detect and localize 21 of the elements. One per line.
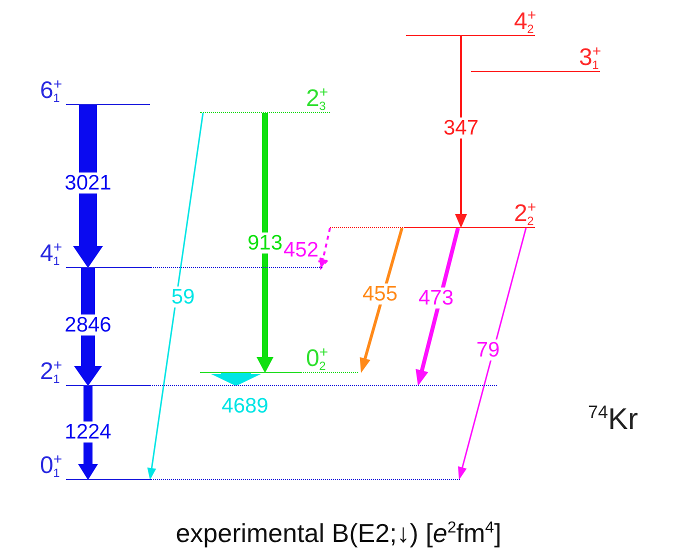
nucleus-label: $^{74}$Kr <box>588 402 638 437</box>
edge-label: 347 <box>442 118 480 138</box>
energy-level <box>40 77 150 106</box>
energy-level <box>200 345 358 374</box>
edge-label: 3021 <box>64 172 112 194</box>
transition-arrow <box>256 113 274 373</box>
edge-label: 913 <box>246 232 284 254</box>
edge-label: 59 <box>170 286 196 308</box>
edge-label: 79 <box>475 340 501 360</box>
caption: experimental B(E2;↓) [e$^{2}$fm$^{4}$] <box>176 518 502 548</box>
transition-arrow <box>211 373 261 386</box>
edge-label: 452 <box>282 240 320 260</box>
transition-arrow <box>318 227 331 270</box>
edge-label: 2846 <box>64 314 112 336</box>
edge-label: 1224 <box>64 422 112 442</box>
energy-level <box>40 452 460 481</box>
edge-label: 455 <box>361 284 399 304</box>
edge-label: 473 <box>417 288 455 308</box>
transition-arrow <box>458 228 527 480</box>
transition-arrow <box>455 36 467 228</box>
transition-arrow <box>147 112 204 480</box>
